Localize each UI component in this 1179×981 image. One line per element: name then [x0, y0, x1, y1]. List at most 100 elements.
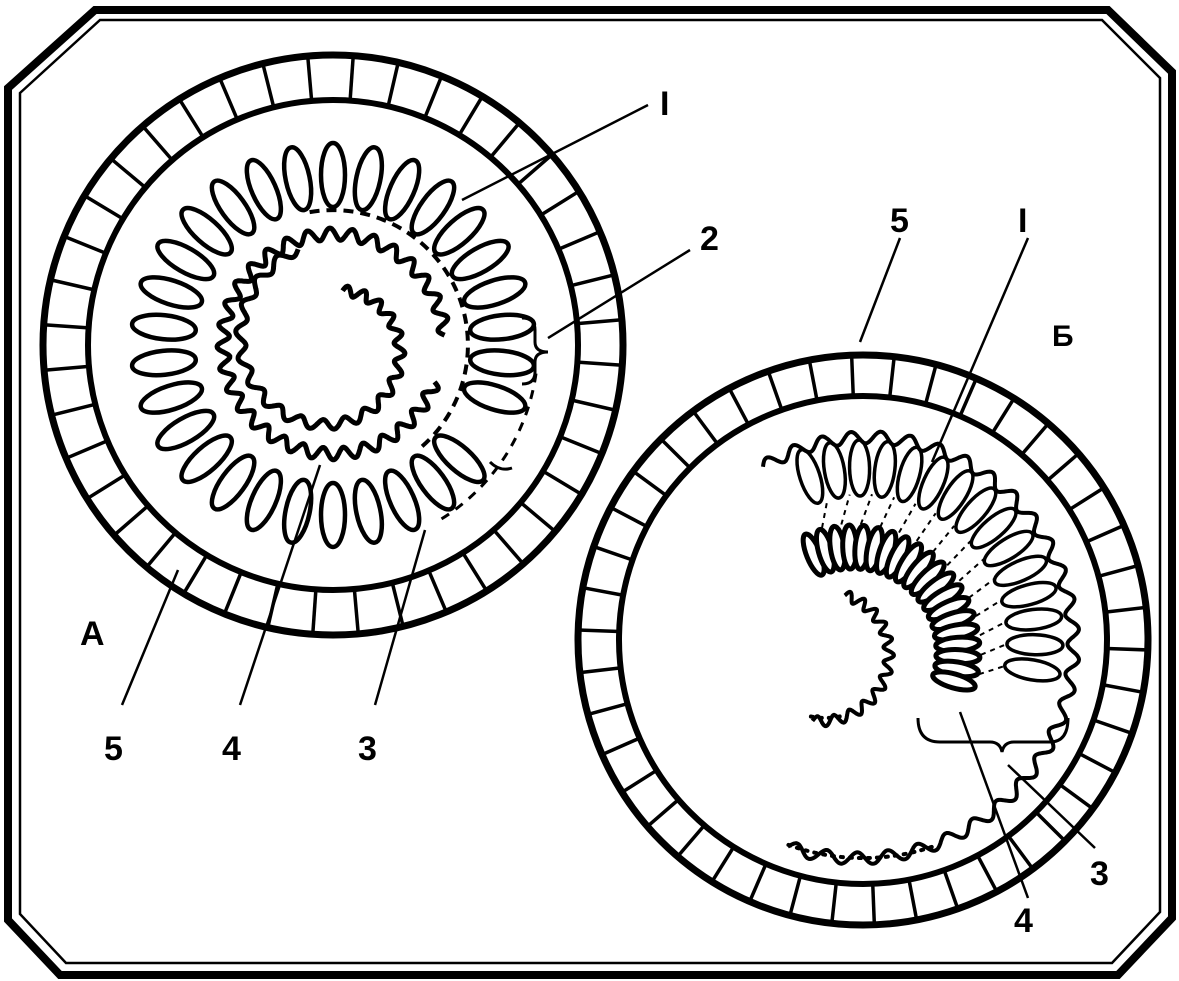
connector-dash — [975, 598, 1004, 617]
cell-divider — [348, 55, 355, 101]
cell-divider — [1034, 810, 1067, 843]
cell-divider — [63, 234, 107, 255]
cell-divider — [632, 469, 668, 498]
panel-b-leader-3 — [1007, 764, 1096, 849]
panel-a-callout-5: 5 — [104, 730, 123, 768]
cell-divider — [807, 359, 819, 401]
outer-lobe — [872, 439, 898, 499]
panel-a-callout-4: 4 — [222, 730, 241, 768]
panel-a-label: А — [80, 615, 105, 653]
panel-b: Б I 3 4 5 — [574, 202, 1152, 940]
cell-divider — [489, 121, 521, 159]
cell-divider — [830, 882, 839, 924]
lobe — [449, 238, 511, 282]
cell-divider — [182, 554, 209, 595]
cell-divider — [516, 153, 554, 186]
lobe — [244, 468, 284, 533]
lobe — [281, 477, 314, 545]
panel-b-leader-1 — [930, 237, 1030, 463]
panel-a-brace — [521, 316, 549, 386]
cell-divider — [579, 666, 621, 675]
cell-divider — [352, 588, 361, 635]
cell-divider — [849, 355, 856, 397]
cell-divider — [542, 469, 583, 496]
panel-b-leader-4 — [958, 711, 1030, 899]
cell-divider — [218, 77, 239, 121]
cell-divider — [1068, 486, 1105, 512]
cell-divider — [51, 402, 96, 417]
panel-b-inner-dotted-tail — [808, 713, 845, 720]
cell-divider — [145, 531, 177, 569]
connector-dash — [980, 642, 1010, 656]
cell-divider — [570, 273, 615, 288]
lobe — [352, 477, 385, 545]
panel-b-outer-dotted-tail — [786, 842, 940, 860]
cell-divider — [427, 569, 448, 613]
panel-a-small-brace — [488, 460, 513, 471]
cell-divider — [43, 364, 90, 373]
panel-a-outer-ring — [39, 51, 627, 639]
lobe — [461, 380, 528, 415]
cell-divider — [1092, 718, 1133, 736]
lobe — [461, 275, 528, 310]
cell-divider — [492, 528, 525, 566]
cell-divider — [177, 98, 205, 139]
cell-divider — [112, 504, 150, 537]
cell-divider — [593, 544, 634, 562]
lobe — [467, 348, 537, 378]
lobe — [431, 433, 487, 485]
cell-divider — [976, 854, 999, 893]
panel-b-outer-lobes — [795, 438, 1065, 683]
cell-divider — [1102, 683, 1144, 695]
cell-divider — [390, 582, 405, 627]
lobe — [179, 205, 235, 257]
cell-divider — [710, 845, 736, 883]
connector-dash — [840, 494, 851, 525]
lobe — [409, 453, 457, 512]
lobe — [179, 433, 235, 485]
cell-divider — [609, 505, 648, 529]
panel-b-callout-5: 5 — [890, 202, 909, 240]
cell-divider — [578, 628, 620, 634]
cell-divider — [461, 551, 489, 592]
cell-divider — [305, 55, 314, 102]
cell-divider — [870, 883, 877, 925]
connector-dash — [859, 493, 873, 525]
connector-dash — [898, 503, 917, 534]
cell-divider — [50, 278, 95, 292]
cell-divider — [646, 798, 680, 828]
lobe — [382, 468, 422, 533]
cell-divider — [109, 157, 147, 189]
panel-a-leader-2 — [547, 248, 691, 340]
panel-a-dashed-arc-inner — [309, 208, 470, 450]
cell-divider — [261, 63, 276, 108]
cell-divider — [923, 364, 938, 405]
lobe — [209, 178, 257, 237]
cell-divider — [457, 95, 484, 136]
panel-a-wavy-spiral — [233, 248, 408, 432]
cell-divider — [1058, 782, 1094, 811]
connector-dash — [979, 619, 1009, 637]
cell-divider — [1006, 834, 1035, 870]
cell-divider — [222, 571, 243, 615]
lobe — [244, 157, 284, 222]
cell-divider — [577, 360, 623, 367]
panel-a-inner-ring — [85, 97, 581, 593]
panel-b-inner-lobes — [800, 522, 983, 693]
connector-dash — [978, 664, 1008, 676]
panel-a-leader-5 — [120, 569, 180, 706]
cell-divider — [887, 356, 896, 398]
cell-divider — [727, 387, 750, 426]
panel-b-callout-1: I — [1018, 202, 1027, 240]
lobe — [318, 140, 348, 210]
panel-a-leader-4 — [238, 464, 322, 706]
cell-divider — [621, 768, 658, 794]
cell-divider — [587, 702, 628, 717]
outer-lobe — [1005, 632, 1065, 657]
cell-divider — [557, 230, 601, 251]
panel-a-callout-1: I — [660, 85, 669, 123]
cell-divider — [1105, 605, 1147, 614]
frame-inner — [18, 18, 1162, 965]
